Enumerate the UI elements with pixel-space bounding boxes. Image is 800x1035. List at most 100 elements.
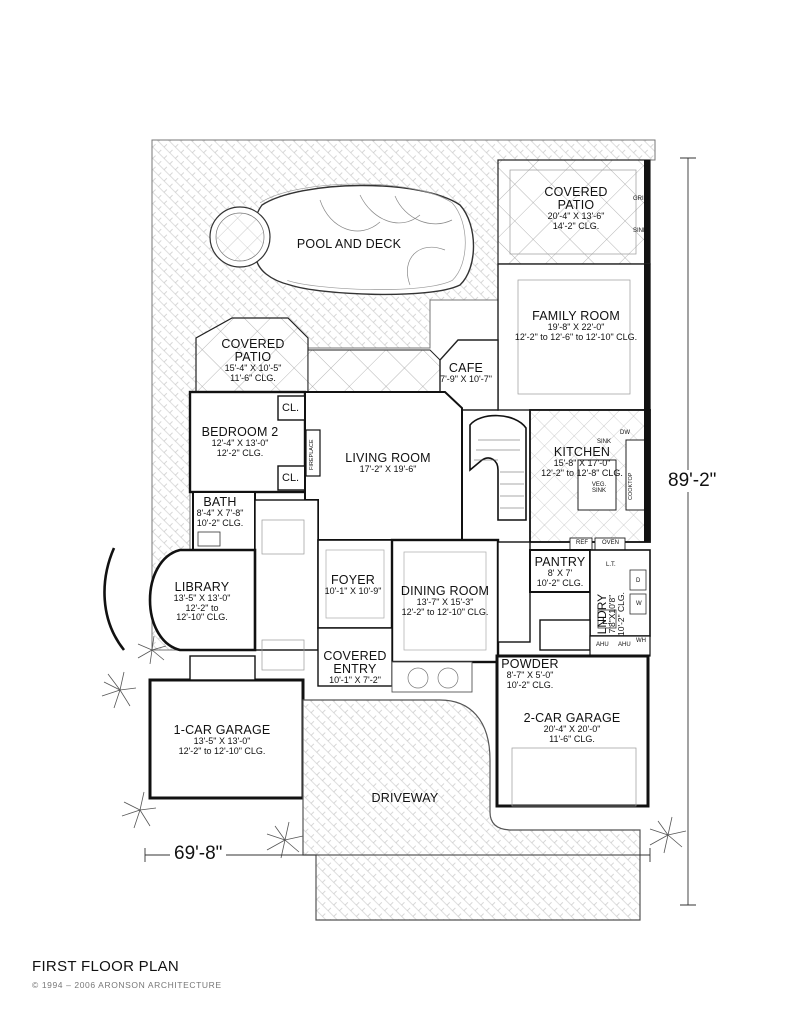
foyer-size: 10'-1" X 10'-9" [324,586,382,597]
water-heater-label: WH [636,638,646,644]
bedroom-2-ceiling: 12'-2" CLG. [216,447,264,458]
kitchen-label: KITCHEN 15'-8" X 17'-0" 12'-2" to 12'-8"… [541,445,623,478]
library [103,547,257,652]
library-ceiling-1: 12'-2" to [185,602,219,613]
laundry-ceiling: 10'-2" CLG. [615,592,626,636]
copyright-notice: © 1994 – 2006 ARONSON ARCHITECTURE [32,980,222,990]
covered-entry-name-1: COVERED [323,649,387,663]
landscaping [101,635,687,859]
covered-patio-west-label: COVERED PATIO 15'-4" X 10'-5" 11'-6" CLG… [218,337,288,383]
powder-label: POWDER 8'-7" X 5'-0" 10'-2" CLG. [501,657,559,690]
kitchen-size: 15'-8" X 17'-0" [553,458,611,469]
cafe-label: CAFE 7'-9" X 10'-7" [440,361,492,385]
library-label: LIBRARY 13'-5" X 13'-0" 12'-2" to 12'-10… [173,580,231,622]
covered-patio-east [497,159,651,265]
covered-patio-west-ceiling: 11'-6" CLG. [230,372,276,383]
dimension-lines [144,157,696,906]
bath-ceiling: 10'-2" CLG. [196,517,244,528]
library-name: LIBRARY [174,580,230,594]
covered-entry [317,627,473,693]
kitchen-sink-label: SINK [597,439,612,445]
cafe-size: 7'-9" X 10'-7" [440,374,492,385]
powder-ceiling: 10'-2" CLG. [506,679,554,690]
covered-patio-east-ceiling: 14'-2" CLG. [552,220,600,231]
kitchen [529,409,651,551]
pantry-size: 8' X 7' [547,568,573,579]
bedroom-2 [188,390,307,494]
ahu-label-1: AHU [596,642,609,648]
closet-label-lower: CL. [282,472,300,484]
depth-dimension: 89'-2" [666,470,719,492]
dryer-label: D [636,578,641,584]
washer-label: W [636,601,642,607]
dishwasher-label: DW [620,430,630,436]
bedroom-2-size: 12'-4" X 13'-0" [211,438,269,449]
grill-label: GRILL [633,196,651,202]
one-car-garage-size: 13'-5" X 13'-0" [193,736,251,747]
foyer [317,539,393,629]
pool-name: POOL AND DECK [296,237,402,251]
pool-label: POOL AND DECK [296,237,402,251]
veg-sink-label: VEG. SINK [591,482,607,494]
driveway [302,699,641,921]
dining-room-size: 13'-7" X 15'-3" [416,597,474,608]
width-dimension: 69'-8" [170,843,227,865]
living-room-name: LIVING ROOM [345,451,431,465]
one-car-garage [148,655,305,800]
covered-patio-east-label: COVERED PATIO 20'-4" X 13'-6" 14'-2" CLG… [541,185,611,231]
powder-name: POWDER [501,657,559,671]
covered-patio-west-name: COVERED PATIO [221,337,285,365]
refrigerator-label: REF [576,540,588,546]
one-car-garage-name: 1-CAR GARAGE [173,723,271,737]
cooktop-label: COOKTOP [628,472,634,500]
family-room-label: FAMILY ROOM 19'-8" X 22'-0" 12'-2" to 12… [514,309,638,342]
dining-room-ceiling: 12'-2" to 12'-10" CLG. [401,606,489,617]
pool [209,183,475,296]
one-car-garage-label: 1-CAR GARAGE 13'-5" X 13'-0" 12'-2" to 1… [173,723,271,756]
bedroom-2-label: BEDROOM 2 12'-4" X 13'-0" 12'-2" CLG. [201,425,279,458]
dining-room-name: DINING ROOM [400,584,490,598]
covered-patio-west [195,317,446,393]
covered-patio-east-name: COVERED PATIO [544,185,608,213]
cafe-name: CAFE [448,361,484,375]
closet-label-upper: CL. [282,402,300,414]
patio-sink-label: SINK [633,228,648,234]
covered-entry-size: 10'-1" X 7'-2" [329,675,381,686]
two-car-garage-ceiling: 11'-6" CLG. [549,733,595,744]
living-room-size: 17'-2" X 19'-6" [359,464,417,475]
two-car-garage [495,654,650,808]
pantry-ceiling: 10'-2" CLG. [536,577,584,588]
library-size: 13'-5" X 13'-0" [173,593,231,604]
ahu-label-2: AHU [618,642,631,648]
living-room-label: LIVING ROOM 17'-2" X 19'-6" [345,451,431,475]
linen-label: L. [602,616,611,627]
stair [469,414,527,521]
kitchen-ceiling: 12'-2" to 12'-8" CLG. [541,467,623,478]
plan-title: FIRST FLOOR PLAN [32,958,180,975]
covered-entry-name-2: ENTRY [333,662,377,677]
dining-room-label: DINING ROOM 13'-7" X 15'-3" 12'-2" to 12… [400,584,490,617]
two-car-garage-name: 2-CAR GARAGE [523,711,621,725]
covered-patio-west-size: 15'-4" X 10'-5" [224,363,282,374]
driveway-label: DRIVEWAY [371,791,439,805]
pantry-label: PANTRY 8' X 7' 10'-2" CLG. [534,555,586,588]
covered-patio-east-size: 20'-4" X 13'-6" [547,211,605,222]
foyer-name: FOYER [330,573,376,587]
bath-name: BATH [203,495,237,509]
laundry-label: LNDRY 7'8"X10'8" 10'-2" CLG. [595,592,626,636]
powder-size: 8'-7" X 5'-0" [506,670,554,681]
laundry-tub-label: L.T. [606,562,616,568]
two-car-garage-label: 2-CAR GARAGE 20'-4" X 20'-0" 11'-6" CLG. [523,711,621,744]
foyer-label: FOYER 10'-1" X 10'-9" [324,573,382,597]
hall [254,499,319,671]
family-room [497,263,651,411]
bedroom-2-name: BEDROOM 2 [201,425,279,439]
kitchen-name: KITCHEN [553,445,611,459]
library-ceiling-2: 12'-10" CLG. [176,612,228,622]
driveway-name: DRIVEWAY [371,791,439,805]
bath-size: 8'-4" X 7'-8" [196,508,244,519]
pantry-name: PANTRY [534,555,586,569]
oven-label: OVEN [602,540,620,546]
family-room-ceiling: 12'-2" to 12'-6" to 12'-10" CLG. [514,331,638,342]
